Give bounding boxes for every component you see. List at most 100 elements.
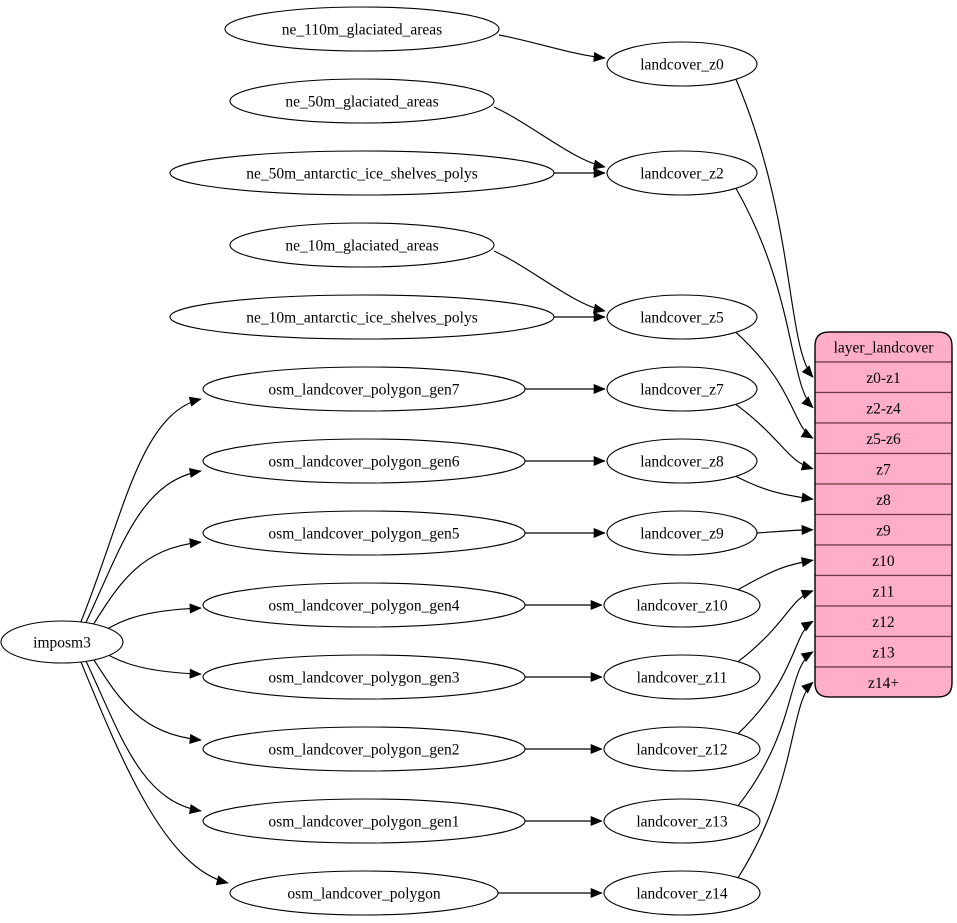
node-label-ne_10m_antarctic_ice_shelves_polys: ne_10m_antarctic_ice_shelves_polys — [246, 310, 478, 327]
node-ellipse-osm_landcover_polygon_gen7 — [202, 366, 526, 412]
node-landcover_z7[interactable]: landcover_z7 — [606, 366, 758, 412]
node-landcover_z11[interactable]: landcover_z11 — [603, 654, 761, 700]
node-label-landcover_z0: landcover_z0 — [640, 57, 724, 74]
node-label-ne_50m_antarctic_ice_shelves_polys: ne_50m_antarctic_ice_shelves_polys — [246, 166, 478, 183]
edge-imposm3-to-osm_landcover_polygon_gen6 — [83, 470, 202, 627]
node-osm_landcover_polygon_gen5[interactable]: osm_landcover_polygon_gen5 — [202, 510, 526, 556]
node-landcover_z13[interactable]: landcover_z13 — [603, 798, 761, 844]
node-landcover_z10[interactable]: landcover_z10 — [603, 582, 761, 628]
node-ellipse-landcover_z13 — [603, 798, 761, 844]
node-label-ne_50m_glaciated_areas: ne_50m_glaciated_areas — [285, 94, 438, 111]
node-label-landcover_z11: landcover_z11 — [637, 670, 728, 687]
table-row-z11[interactable] — [814, 574, 953, 607]
node-label-landcover_z5: landcover_z5 — [640, 310, 724, 327]
node-ellipse-landcover_z12 — [603, 726, 761, 772]
edges-layer — [79, 34, 814, 899]
node-ellipse-osm_landcover_polygon_gen2 — [202, 726, 526, 772]
node-imposm3[interactable]: imposm3 — [0, 620, 124, 664]
table-row-z2-z4[interactable] — [814, 391, 953, 424]
table-outline — [814, 331, 953, 698]
edge-landcover_z14-to-table-z14+-arrowhead — [801, 681, 814, 694]
node-ellipse-imposm3 — [0, 620, 124, 664]
node-ellipse-ne_10m_antarctic_ice_shelves_polys — [169, 294, 555, 340]
node-label-ne_10m_glaciated_areas: ne_10m_glaciated_areas — [285, 238, 438, 255]
table-row-z7[interactable] — [814, 452, 953, 485]
node-ellipse-osm_landcover_polygon_gen5 — [202, 510, 526, 556]
table-row-z9[interactable] — [814, 513, 953, 546]
node-ellipse-landcover_z5 — [606, 294, 758, 340]
node-label-osm_landcover_polygon_gen4: osm_landcover_polygon_gen4 — [268, 598, 459, 615]
node-ellipse-landcover_z11 — [603, 654, 761, 700]
node-ne_50m_antarctic_ice_shelves_polys[interactable]: ne_50m_antarctic_ice_shelves_polys — [169, 150, 555, 196]
node-label-landcover_z12: landcover_z12 — [636, 742, 727, 759]
node-landcover_z8[interactable]: landcover_z8 — [606, 438, 758, 484]
node-osm_landcover_polygon_gen7[interactable]: osm_landcover_polygon_gen7 — [202, 366, 526, 412]
edge-ne_50m_glaciated_areas-to-landcover_z2 — [493, 106, 606, 168]
node-ne_50m_glaciated_areas[interactable]: ne_50m_glaciated_areas — [229, 78, 495, 124]
node-landcover_z0[interactable]: landcover_z0 — [606, 41, 758, 87]
edge-imposm3-to-osm_landcover_polygon_gen2 — [89, 653, 202, 741]
table-row-z13[interactable] — [814, 635, 953, 668]
node-ne_10m_glaciated_areas[interactable]: ne_10m_glaciated_areas — [229, 222, 495, 268]
node-landcover_z14[interactable]: landcover_z14 — [603, 870, 761, 916]
node-label-landcover_z8: landcover_z8 — [640, 454, 724, 471]
node-label-landcover_z7: landcover_z7 — [640, 382, 724, 399]
node-osm_landcover_polygon_gen4[interactable]: osm_landcover_polygon_gen4 — [202, 582, 526, 628]
table-row-label-z12: z12 — [872, 614, 894, 631]
node-label-landcover_z13: landcover_z13 — [636, 814, 727, 831]
edge-landcover_z9-to-table-z9-arrowhead — [801, 524, 814, 535]
layer-landcover-table[interactable]: layer_landcoverz0-z1z2-z4z5-z6z7z8z9z10z… — [814, 331, 953, 698]
edge-imposm3-to-osm_landcover_polygon_gen7 — [79, 398, 202, 625]
edge-osm_landcover_polygon_gen6-to-landcover_z8-arrowhead — [593, 455, 606, 467]
edge-osm_landcover_polygon_gen3-to-landcover_z11-arrowhead — [590, 671, 603, 683]
node-label-osm_landcover_polygon: osm_landcover_polygon — [287, 886, 441, 903]
node-osm_landcover_polygon_gen6[interactable]: osm_landcover_polygon_gen6 — [202, 438, 526, 484]
node-osm_landcover_polygon_gen1[interactable]: osm_landcover_polygon_gen1 — [202, 798, 526, 844]
node-landcover_z2[interactable]: landcover_z2 — [606, 150, 758, 196]
table-row-label-z7: z7 — [876, 461, 891, 478]
node-ellipse-landcover_z14 — [603, 870, 761, 916]
node-osm_landcover_polygon_gen2[interactable]: osm_landcover_polygon_gen2 — [202, 726, 526, 772]
node-ellipse-osm_landcover_polygon — [229, 870, 499, 916]
nodes-layer: imposm3 ne_110m_glaciated_areas ne_50m_gla… — [0, 6, 761, 916]
edge-landcover_z0-to-table-z0-z1 — [735, 79, 814, 378]
edge-landcover_z5-to-table-z5-z6-arrowhead — [800, 428, 814, 439]
table-row-label-z11: z11 — [873, 583, 895, 600]
node-label-osm_landcover_polygon_gen6: osm_landcover_polygon_gen6 — [268, 454, 459, 471]
edge-landcover_z8-to-table-z8 — [735, 475, 814, 500]
node-ellipse-landcover_z0 — [606, 41, 758, 87]
edge-ne_50m_antarctic_ice_shelves_polys-to-landcover_z2-arrowhead — [593, 167, 606, 179]
edge-imposm3-to-osm_landcover_polygon_gen1 — [83, 657, 202, 812]
node-ellipse-osm_landcover_polygon_gen3 — [202, 654, 526, 700]
edge-osm_landcover_polygon-to-landcover_z14-arrowhead — [590, 887, 603, 899]
edge-imposm3-to-osm_landcover_polygon_gen1-arrowhead — [189, 804, 202, 815]
node-osm_landcover_polygon_gen3[interactable]: osm_landcover_polygon_gen3 — [202, 654, 526, 700]
edge-imposm3-to-osm_landcover_polygon-arrowhead — [215, 875, 229, 886]
edge-osm_landcover_polygon_gen7-to-landcover_z7-arrowhead — [593, 383, 606, 395]
edge-landcover_z11-to-table-z11-arrowhead — [800, 589, 814, 600]
node-osm_landcover_polygon[interactable]: osm_landcover_polygon — [229, 870, 499, 916]
node-ne_110m_glaciated_areas[interactable]: ne_110m_glaciated_areas — [224, 6, 500, 52]
node-label-osm_landcover_polygon_gen1: osm_landcover_polygon_gen1 — [268, 814, 459, 831]
table-header-label: layer_landcover — [834, 340, 935, 357]
node-ellipse-osm_landcover_polygon_gen4 — [202, 582, 526, 628]
node-ellipse-landcover_z9 — [606, 510, 758, 556]
node-label-landcover_z2: landcover_z2 — [640, 166, 724, 183]
node-label-osm_landcover_polygon_gen7: osm_landcover_polygon_gen7 — [268, 382, 459, 399]
edge-imposm3-to-osm_landcover_polygon_gen6-arrowhead — [188, 467, 202, 478]
node-landcover_z12[interactable]: landcover_z12 — [603, 726, 761, 772]
node-landcover_z5[interactable]: landcover_z5 — [606, 294, 758, 340]
node-ne_10m_antarctic_ice_shelves_polys[interactable]: ne_10m_antarctic_ice_shelves_polys — [169, 294, 555, 340]
node-ellipse-ne_50m_glaciated_areas — [229, 78, 495, 124]
node-landcover_z9[interactable]: landcover_z9 — [606, 510, 758, 556]
node-ellipse-osm_landcover_polygon_gen6 — [202, 438, 526, 484]
table-row-label-z9: z9 — [876, 522, 891, 539]
edge-osm_landcover_polygon_gen2-to-landcover_z12-arrowhead — [590, 743, 603, 755]
table-row-label-z8: z8 — [876, 492, 891, 509]
table-row-z5-z6[interactable] — [814, 422, 953, 455]
table-row-label-z0-z1: z0-z1 — [866, 370, 900, 387]
edge-landcover_z12-to-table-z12-arrowhead — [800, 620, 814, 632]
node-label-osm_landcover_polygon_gen5: osm_landcover_polygon_gen5 — [268, 526, 459, 543]
